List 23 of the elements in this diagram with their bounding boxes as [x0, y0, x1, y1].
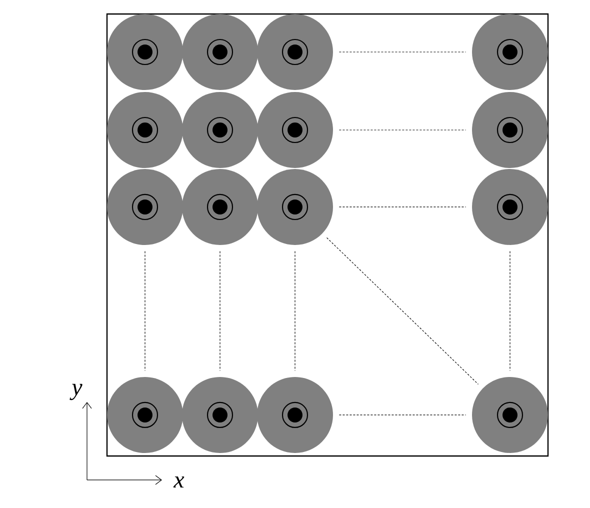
fiber-circle	[182, 376, 258, 453]
dotted-line	[144, 250, 146, 372]
fiber-circle	[182, 169, 258, 245]
fiber-circle	[107, 92, 183, 168]
fiber-circle	[472, 14, 548, 90]
fiber-circle	[107, 376, 183, 453]
dotted-line	[326, 237, 479, 385]
dotted-line	[338, 414, 466, 416]
fiber-circle	[107, 169, 183, 245]
fiber-circle	[257, 376, 333, 453]
fiber-circle	[257, 14, 333, 90]
axis-label: y	[70, 384, 82, 400]
fiber-circle	[257, 169, 333, 245]
fiber-circle	[472, 92, 548, 168]
fiber-circle	[472, 169, 548, 245]
fiber-circle	[257, 92, 333, 168]
fiber-circle	[107, 14, 183, 90]
fiber-circle	[182, 92, 258, 168]
dotted-line	[294, 250, 296, 372]
fiber-circle	[472, 376, 548, 453]
fiber-circle	[182, 14, 258, 90]
axis-label: x	[173, 476, 184, 488]
dotted-line	[338, 206, 466, 208]
